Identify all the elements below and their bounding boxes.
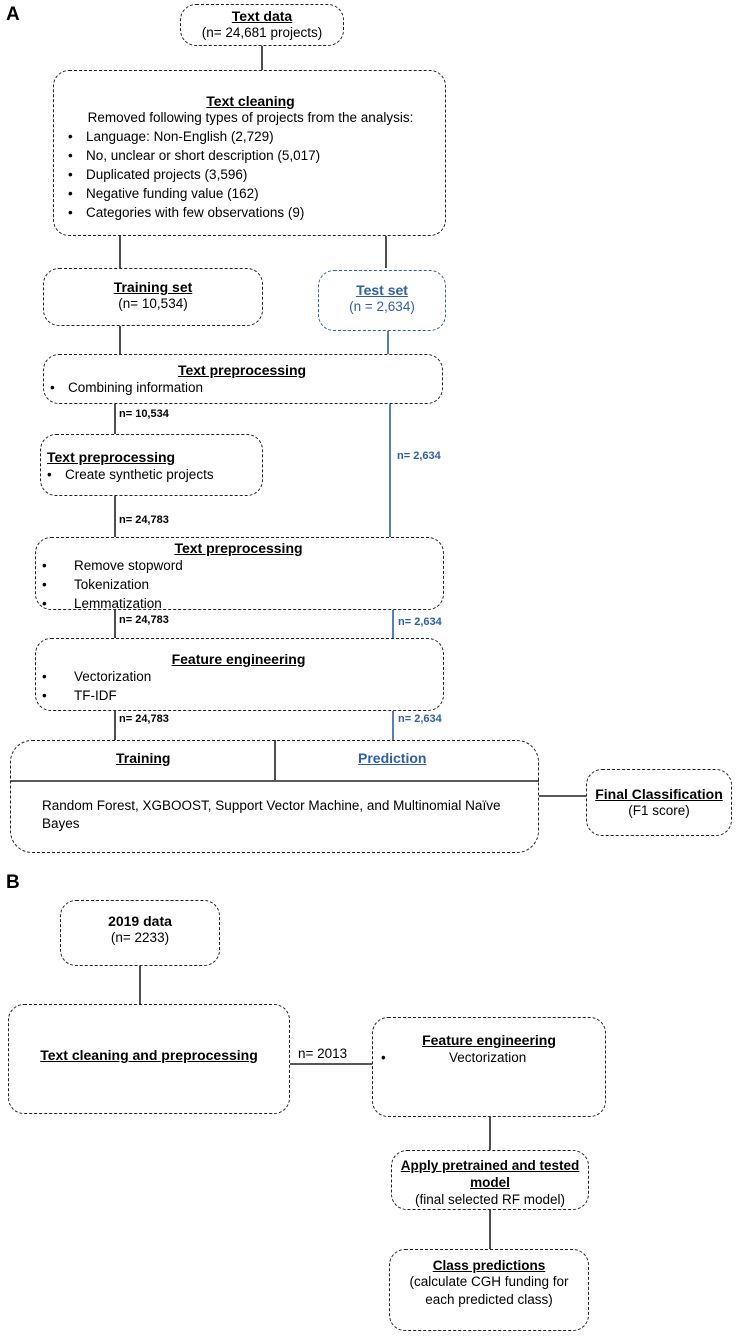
n-label: n= 24,783 <box>119 514 169 526</box>
models-text: Random Forest, XGBOOST, Support Vector M… <box>42 798 501 831</box>
list-item: Negative funding value (162) <box>66 184 435 203</box>
final-classification-box: Final Classification (F1 score) <box>586 769 732 836</box>
list-item: Vectorization <box>379 1048 599 1067</box>
n-label: n= 24,783 <box>119 614 169 626</box>
data-2019-count: (n= 2233) <box>110 930 170 945</box>
list-item: Remove stopword <box>40 556 437 575</box>
panel-label-b: B <box>6 872 20 893</box>
list-item: TF-IDF <box>40 686 437 705</box>
apply-model-sub: (final selected RF model) <box>414 1192 566 1207</box>
list-item: Duplicated projects (3,596) <box>66 165 435 184</box>
feature-engineering-title: Feature engineering <box>422 1032 556 1048</box>
feature-engineering-box: Feature engineering Vectorization TF-IDF <box>35 638 444 711</box>
test-set-count: (n = 2,634) <box>349 299 415 314</box>
cleaning-preprocessing-title: Text cleaning and preprocessing <box>40 1047 258 1063</box>
class-predictions-sub: (calculate CGH funding for each predicte… <box>409 1274 569 1307</box>
n-label: n= 24,783 <box>119 713 169 725</box>
preprocessing-title: Text preprocessing <box>177 362 307 378</box>
class-predictions-box: Class predictions (calculate CGH funding… <box>389 1249 589 1331</box>
n-label: n= 2,634 <box>398 616 442 628</box>
final-classification-sub: (F1 score) <box>628 803 690 818</box>
text-cleaning-list: Language: Non-English (2,729) No, unclea… <box>66 127 435 222</box>
training-title: Training <box>116 750 171 766</box>
n-label: n= 2,634 <box>397 450 441 462</box>
text-data-box: Text data (n= 24,681 projects) <box>180 4 344 46</box>
text-cleaning-title: Text cleaning <box>206 93 295 109</box>
class-predictions-title: Class predictions <box>432 1258 546 1273</box>
model-box <box>10 740 539 853</box>
preprocessing-nlp-box: Text preprocessing Remove stopword Token… <box>35 537 444 613</box>
panel-label-a: A <box>6 4 20 25</box>
list-item: Vectorization <box>40 667 437 686</box>
preprocessing-synthetic-box: Text preprocessing Create synthetic proj… <box>40 434 263 496</box>
list-item: Lemmatization <box>40 594 437 613</box>
prediction-title: Prediction <box>358 750 427 766</box>
text-cleaning-intro: Removed following types of projects from… <box>87 110 414 125</box>
final-classification-title: Final Classification <box>595 786 723 802</box>
test-set-title: Test set <box>356 282 408 298</box>
text-cleaning-box: Text cleaning Removed following types of… <box>53 70 446 236</box>
n-label: n= 2013 <box>298 1046 348 1061</box>
preprocessing-title: Text preprocessing <box>174 540 303 556</box>
list-item: Categories with few observations (9) <box>66 203 435 222</box>
data-2019-title: 2019 data <box>108 913 172 929</box>
preprocessing-combine-box: Text preprocessing Combining information <box>43 354 443 404</box>
data-2019-box: 2019 data (n= 2233) <box>60 900 220 966</box>
n-label: n= 2,634 <box>398 713 442 725</box>
list-item: No, unclear or short description (5,017) <box>66 146 435 165</box>
cleaning-preprocessing-box: Text cleaning and preprocessing <box>8 1004 290 1114</box>
training-set-box: Training set (n= 10,534) <box>43 268 263 326</box>
text-data-title: Text data <box>231 8 293 24</box>
list-item: Combining information <box>48 378 436 397</box>
training-set-count: (n= 10,534) <box>118 296 188 311</box>
feature-engineering-title: Feature engineering <box>171 651 306 667</box>
list-item: Create synthetic projects <box>45 465 256 484</box>
training-set-title: Training set <box>113 279 193 295</box>
text-data-count: (n= 24,681 projects) <box>201 25 323 40</box>
test-set-box: Test set (n = 2,634) <box>318 270 446 331</box>
apply-model-title: Apply pretrained and tested model <box>400 1158 580 1190</box>
list-item: Language: Non-English (2,729) <box>66 127 435 146</box>
preprocessing-title: Text preprocessing <box>47 449 176 465</box>
list-item: Tokenization <box>40 575 437 594</box>
n-label: n= 10,534 <box>119 408 169 420</box>
apply-model-box: Apply pretrained and tested model (final… <box>391 1150 589 1210</box>
feature-engineering-b-box: Feature engineering Vectorization <box>372 1017 606 1117</box>
